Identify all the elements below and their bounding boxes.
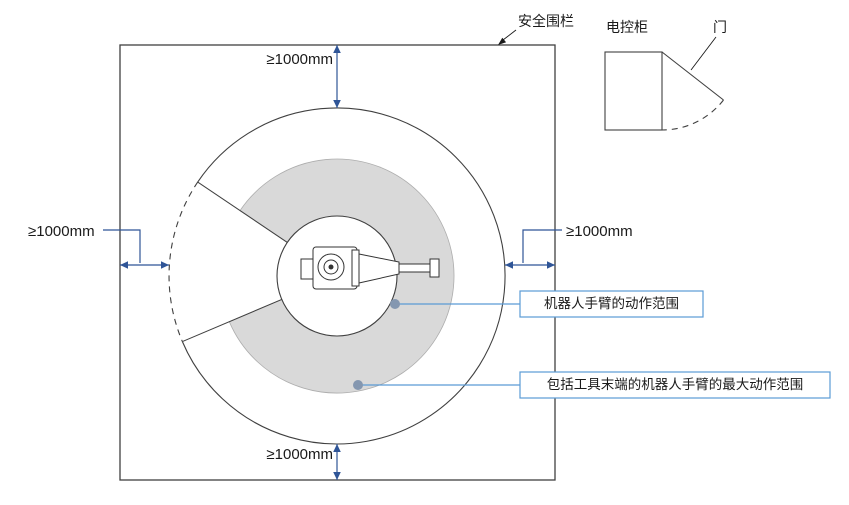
range-cut-line-lower <box>182 298 282 343</box>
arrow-up-icon <box>333 444 341 452</box>
control-cabinet-label: 电控柜 <box>606 19 648 35</box>
fence-leader-line <box>502 29 517 41</box>
clearance-right-label: ≥1000mm <box>566 223 633 240</box>
max-range-label-box <box>519 371 831 399</box>
dimension-left: ≥1000mm <box>28 223 169 269</box>
max-range-circle-dashed <box>168 181 199 342</box>
arrow-down-left-icon <box>498 37 507 45</box>
control-cabinet-box <box>604 51 663 131</box>
robot-arm-rod <box>398 263 431 273</box>
dimension-top: ≥1000mm <box>266 45 341 108</box>
arrow-up-icon <box>333 45 341 53</box>
max-range-marker-dot <box>353 380 363 390</box>
robot-axis-center <box>328 264 334 270</box>
dimension-right-bracket <box>522 229 562 263</box>
arrow-down-icon <box>333 100 341 108</box>
clearance-bottom-label: ≥1000mm <box>266 446 333 463</box>
max-range-callout: 包括工具末端的机器人手臂的最大动作范围 <box>353 371 831 399</box>
max-range-label: 包括工具末端的机器人手臂的最大动作范围 <box>547 377 804 392</box>
safety-fence-label: 安全围栏 <box>518 13 574 29</box>
clearance-left-label: ≥1000mm <box>28 223 95 240</box>
control-cabinet-group: 电控柜 门 <box>604 19 727 131</box>
arrow-down-icon <box>333 472 341 480</box>
cabinet-door-open <box>661 51 724 101</box>
range-cut-line-upper <box>197 181 288 243</box>
arrow-right-icon <box>161 261 169 269</box>
door-leader-line <box>690 36 717 71</box>
arrow-left-icon <box>505 261 513 269</box>
clearance-top-label: ≥1000mm <box>266 51 333 68</box>
dimension-left-bracket <box>103 229 141 263</box>
max-range-circle-solid <box>181 107 506 445</box>
door-label: 门 <box>713 19 727 35</box>
arm-range-label: 机器人手臂的动作范围 <box>544 296 679 311</box>
cabinet-door-swing-arc <box>661 99 724 131</box>
fence-callout: 安全围栏 <box>498 13 574 45</box>
robot-illustration <box>300 246 440 290</box>
robot-arm <box>358 253 400 284</box>
dimension-right: ≥1000mm <box>505 223 633 269</box>
arrow-left-icon <box>120 261 128 269</box>
arm-range-label-box <box>519 290 704 318</box>
dimension-bottom: ≥1000mm <box>266 444 341 480</box>
robot-left-flange <box>300 258 314 280</box>
arm-range-callout: 机器人手臂的动作范围 <box>390 290 704 318</box>
arrow-right-icon <box>547 261 555 269</box>
robot-joint <box>351 249 360 287</box>
arm-range-marker-dot <box>390 299 400 309</box>
robot-tool-end <box>429 258 440 278</box>
